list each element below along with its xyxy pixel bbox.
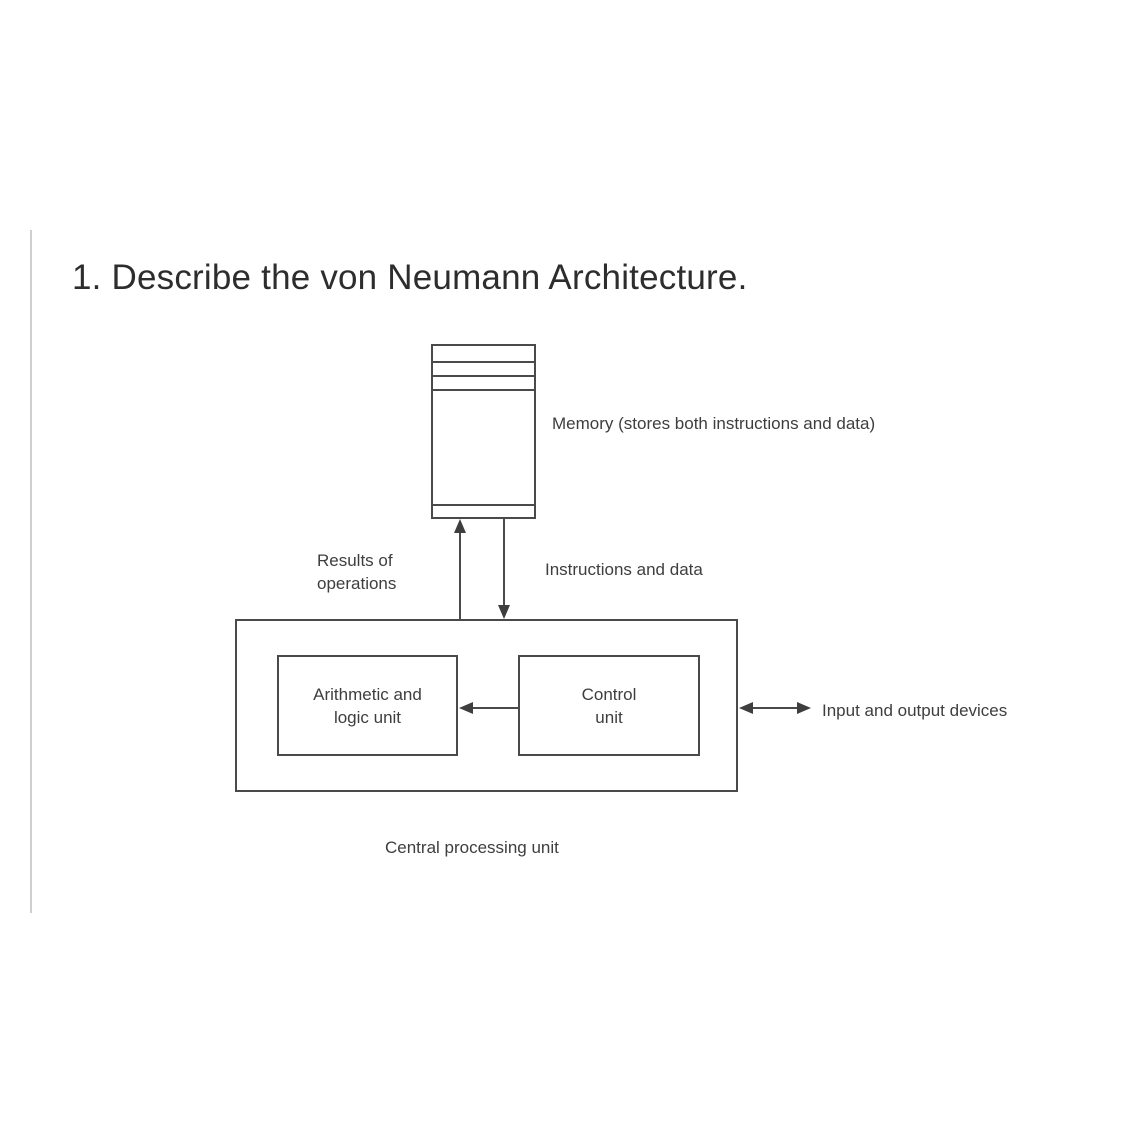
- io-devices-label: Input and output devices: [822, 701, 1008, 720]
- left-arrowhead-icon: [459, 702, 473, 714]
- memory-label: Memory (stores both instructions and dat…: [552, 414, 876, 433]
- alu-label-line1: Arithmetic and: [313, 684, 422, 704]
- memory-row-divider: [433, 375, 534, 377]
- up-arrowhead-icon: [454, 519, 466, 533]
- io-left-arrowhead-icon: [739, 702, 753, 714]
- control-unit-label: Control unit: [520, 657, 698, 754]
- control-label-line2: unit: [595, 707, 623, 727]
- instructions-label: Instructions and data: [545, 560, 703, 579]
- results-label: Results of operations: [317, 549, 396, 595]
- cpu-caption: Central processing unit: [385, 838, 559, 857]
- results-arrow-line: [459, 531, 461, 619]
- memory-box: [431, 344, 536, 519]
- control-unit-box: Control unit: [518, 655, 700, 756]
- memory-row-divider: [433, 389, 534, 391]
- instructions-arrow-line: [503, 519, 505, 607]
- results-label-line2: operations: [317, 574, 397, 593]
- memory-bottom-divider: [433, 504, 534, 506]
- io-arrow-line: [751, 707, 799, 709]
- alu-label-line2: logic unit: [333, 707, 402, 727]
- question-title: 1. Describe the von Neumann Architecture…: [72, 258, 748, 297]
- io-right-arrowhead-icon: [797, 702, 811, 714]
- alu-box: Arithmetic and logic unit: [277, 655, 458, 756]
- down-arrowhead-icon: [498, 605, 510, 619]
- memory-row-divider: [433, 361, 534, 363]
- left-margin-divider: [30, 230, 32, 913]
- results-label-line1: Results of: [317, 551, 393, 570]
- control-label-line1: Control: [581, 684, 637, 704]
- alu-label: Arithmetic and logic unit: [279, 657, 456, 754]
- control-to-alu-arrow-line: [471, 707, 518, 709]
